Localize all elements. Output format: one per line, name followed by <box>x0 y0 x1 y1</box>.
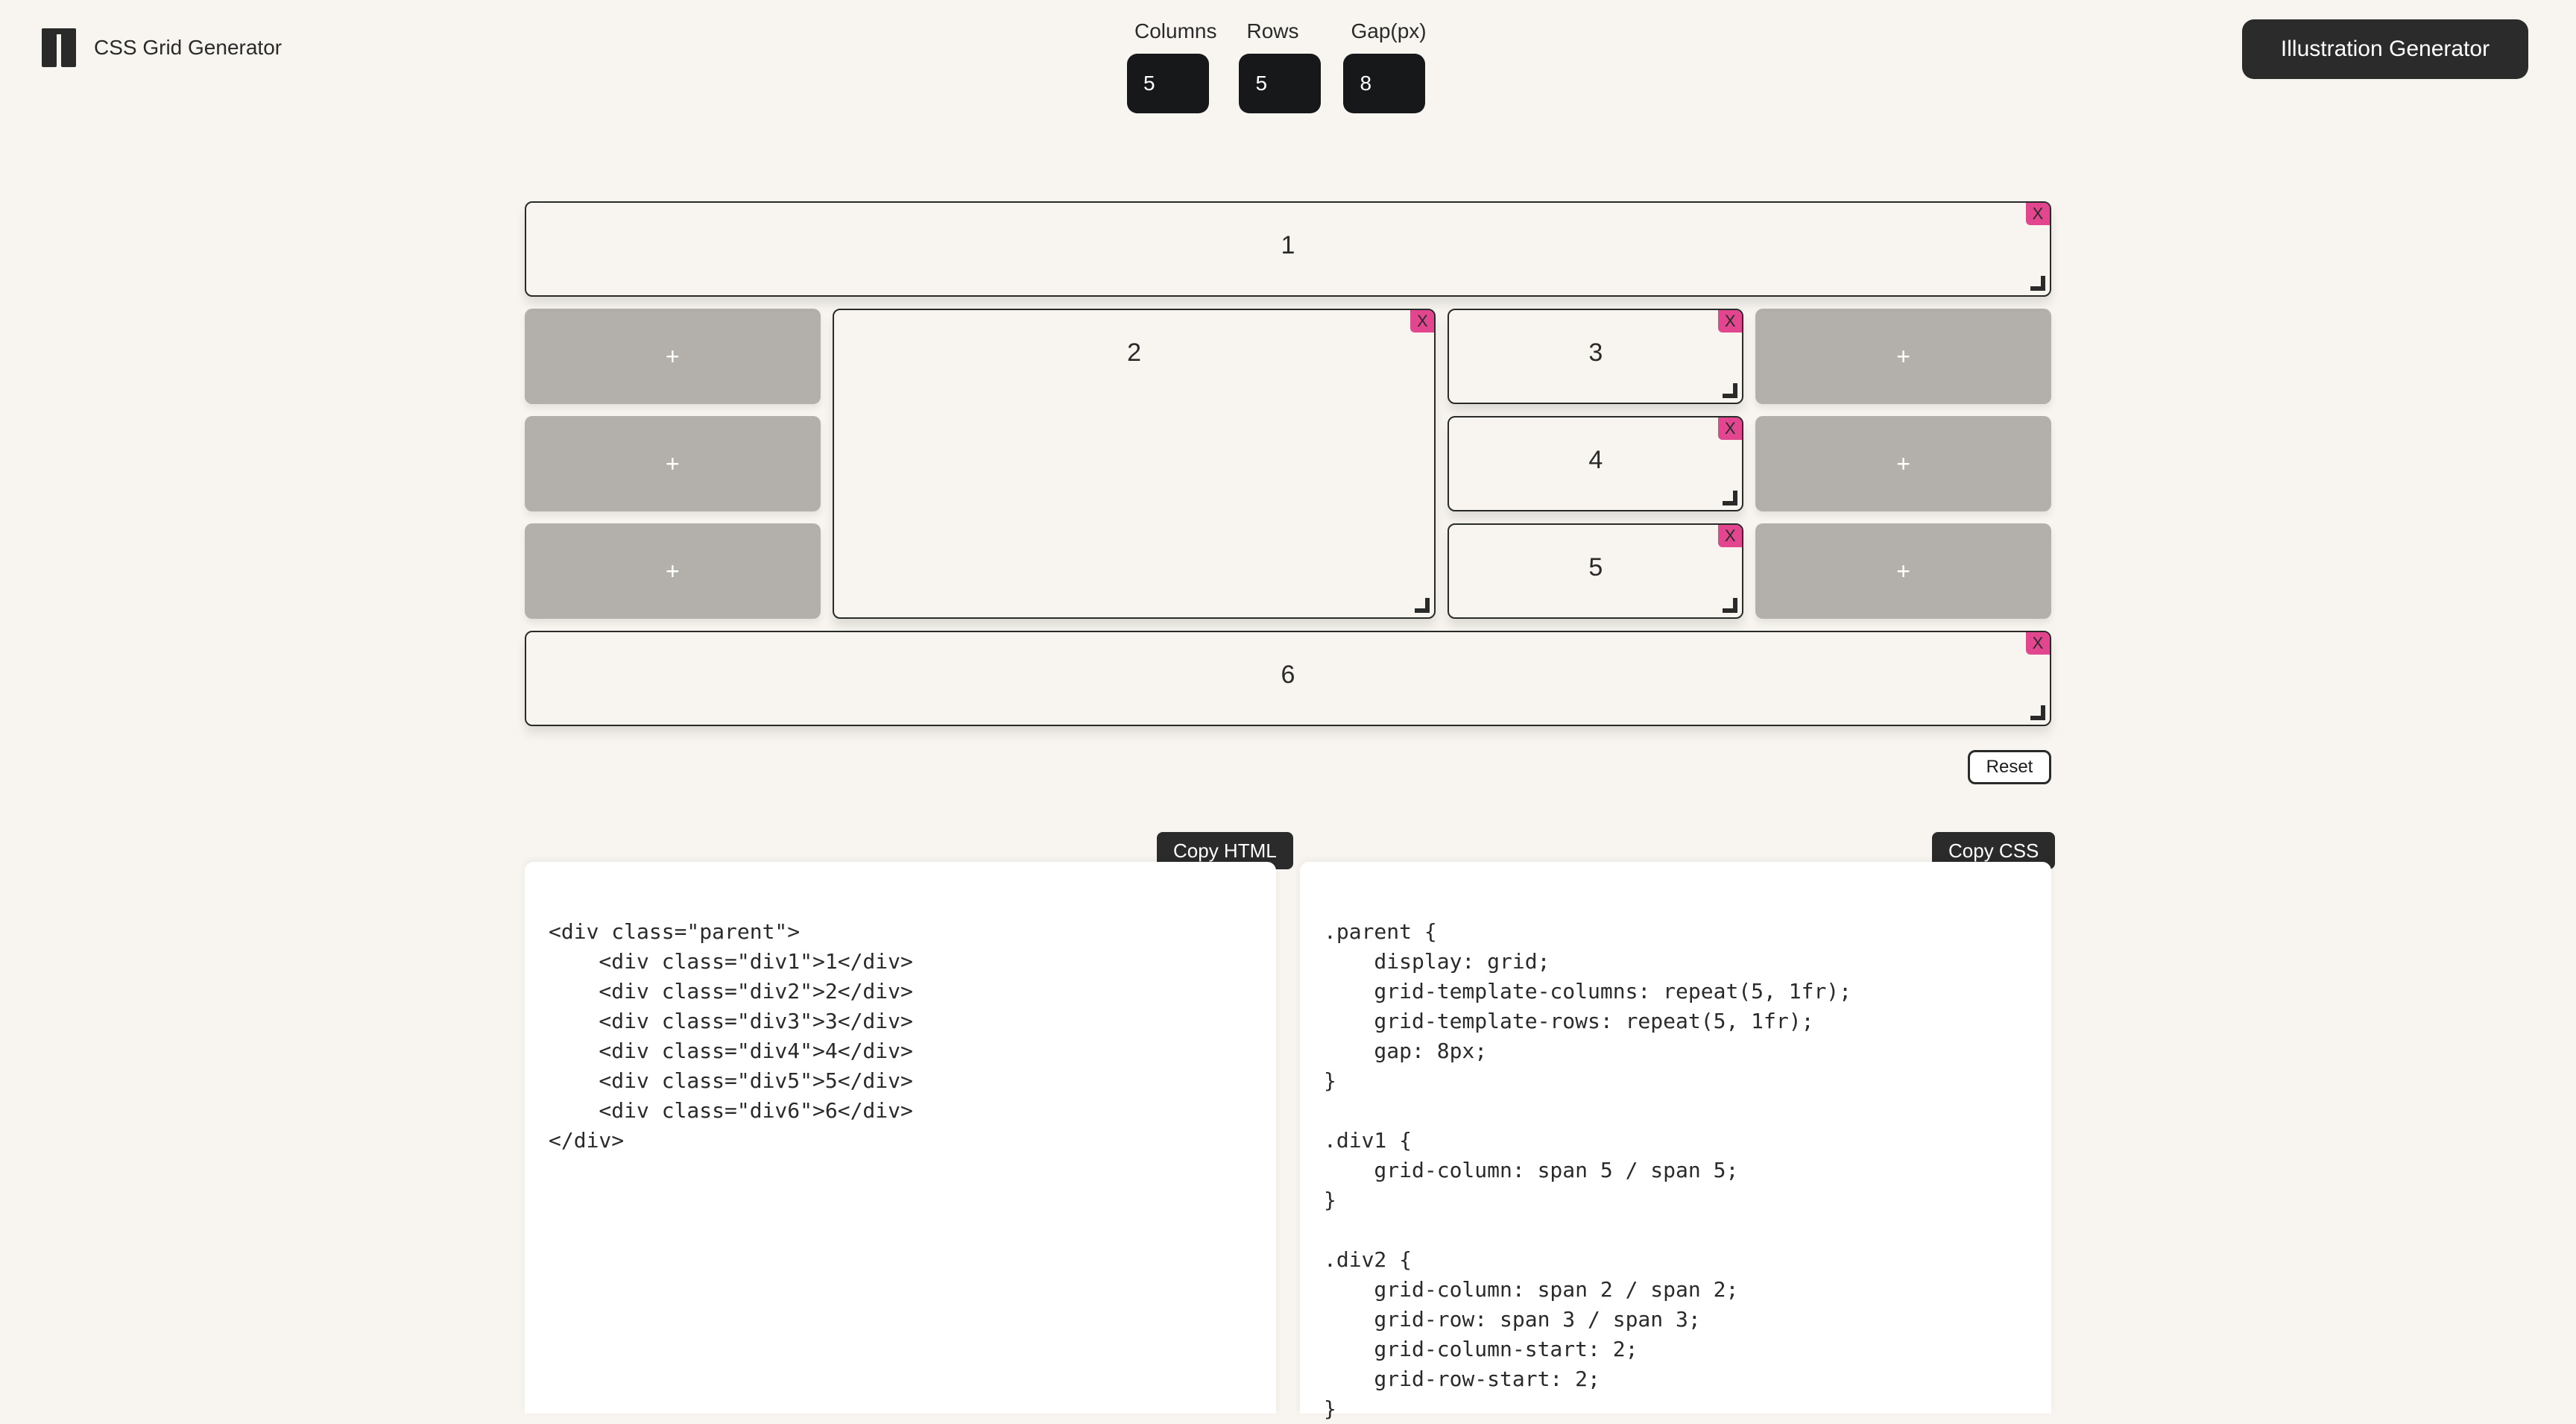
grid-item-5[interactable]: 5 X <box>1448 523 1744 619</box>
grid-item-label: 2 <box>1127 338 1142 367</box>
resize-handle-icon[interactable] <box>2030 276 2045 291</box>
grid-item-1[interactable]: 1 X <box>525 201 2051 297</box>
add-cell-button[interactable]: + <box>1755 416 2051 511</box>
code-line: </div> <box>549 1128 625 1153</box>
grid-canvas: 1 X + 2 X 3 X + + 4 X + + 5 X + 6 X <box>525 201 2051 726</box>
code-line: <div class="div1">1</div> <box>549 949 913 974</box>
gap-label: Gap(px) <box>1351 19 1427 42</box>
close-icon[interactable]: X <box>2025 203 2050 225</box>
code-line: <div class="div4">4</div> <box>549 1039 913 1063</box>
grid-item-label: 1 <box>1281 231 1295 259</box>
code-line: <div class="div2">2</div> <box>549 979 913 1004</box>
resize-handle-icon[interactable] <box>2030 705 2045 720</box>
code-line: <div class="div3">3</div> <box>549 1009 913 1033</box>
code-line: } <box>1324 1396 1336 1421</box>
rows-input[interactable]: 5 <box>1239 54 1322 113</box>
grid-item-label: 3 <box>1588 338 1603 367</box>
grid-item-4[interactable]: 4 X <box>1448 416 1744 511</box>
code-line: grid-column: span 2 / span 2; <box>1324 1277 1739 1302</box>
code-line: grid-row-start: 2; <box>1324 1367 1600 1391</box>
grid-item-3[interactable]: 3 X <box>1448 309 1744 404</box>
rows-control: Rows 5 <box>1239 19 1322 113</box>
columns-control: Columns 5 <box>1127 19 1216 113</box>
code-line: grid-template-rows: repeat(5, 1fr); <box>1324 1009 1814 1033</box>
resize-handle-icon[interactable] <box>1723 598 1738 613</box>
resize-handle-icon[interactable] <box>1723 383 1738 398</box>
html-code-panel: <div class="parent"> <div class="div1">1… <box>525 862 1276 1414</box>
code-line: <div class="parent"> <box>549 919 801 944</box>
code-line: .div2 { <box>1324 1247 1412 1272</box>
code-line: <div class="div5">5</div> <box>549 1068 913 1093</box>
reset-button[interactable]: Reset <box>1968 750 2051 784</box>
close-icon[interactable]: X <box>2025 632 2050 655</box>
add-cell-button[interactable]: + <box>525 309 821 404</box>
gap-input[interactable]: 8 <box>1343 54 1426 113</box>
code-line: grid-template-columns: repeat(5, 1fr); <box>1324 979 1852 1004</box>
code-line: gap: 8px; <box>1324 1039 1488 1063</box>
add-cell-button[interactable]: + <box>525 416 821 511</box>
html-code-block: <div class="parent"> <div class="div1">1… <box>549 917 913 1156</box>
columns-input[interactable]: 5 <box>1127 54 1209 113</box>
grid-item-2[interactable]: 2 X <box>832 309 1436 619</box>
grid-controls: Columns 5 Rows 5 Gap(px) 8 <box>1127 19 1427 113</box>
code-line <box>1324 1215 1852 1245</box>
app-title: CSS Grid Generator <box>94 36 282 59</box>
brand: CSS Grid Generator <box>42 28 282 67</box>
grid-logo-icon <box>42 28 76 67</box>
code-line: grid-column: span 5 / span 5; <box>1324 1158 1739 1182</box>
illustration-generator-button[interactable]: Illustration Generator <box>2242 19 2528 79</box>
code-line: .div1 { <box>1324 1128 1412 1153</box>
grid-item-label: 4 <box>1588 446 1603 474</box>
columns-label: Columns <box>1134 19 1217 42</box>
add-cell-button[interactable]: + <box>1755 523 2051 619</box>
close-icon[interactable]: X <box>1718 525 1743 547</box>
grid-item-label: 6 <box>1281 661 1295 689</box>
code-line: display: grid; <box>1324 949 1550 974</box>
resize-handle-icon[interactable] <box>1415 598 1430 613</box>
code-line: grid-row: span 3 / span 3; <box>1324 1307 1701 1332</box>
grid-item-6[interactable]: 6 X <box>525 631 2051 726</box>
code-line: <div class="div6">6</div> <box>549 1098 913 1123</box>
grid-item-label: 5 <box>1588 553 1603 582</box>
code-line: } <box>1324 1188 1336 1212</box>
code-line: .parent { <box>1324 919 1437 944</box>
code-line: grid-column-start: 2; <box>1324 1337 1638 1361</box>
code-line: } <box>1324 1068 1336 1093</box>
gap-control: Gap(px) 8 <box>1343 19 1427 113</box>
close-icon[interactable]: X <box>1410 310 1435 333</box>
close-icon[interactable]: X <box>1718 310 1743 333</box>
rows-label: Rows <box>1246 19 1299 42</box>
resize-handle-icon[interactable] <box>1723 491 1738 505</box>
code-line <box>1324 1096 1852 1126</box>
css-code-panel: .parent { display: grid; grid-template-c… <box>1300 862 2051 1421</box>
close-icon[interactable]: X <box>1718 418 1743 440</box>
css-code-block: .parent { display: grid; grid-template-c… <box>1324 917 1852 1424</box>
add-cell-button[interactable]: + <box>525 523 821 619</box>
add-cell-button[interactable]: + <box>1755 309 2051 404</box>
